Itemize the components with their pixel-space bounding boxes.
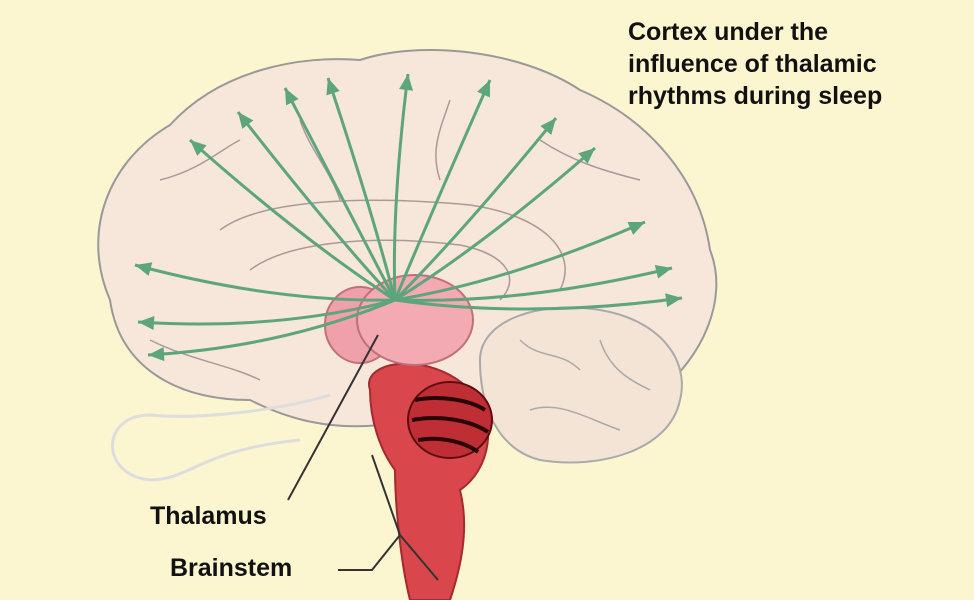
- arrowhead-10: [540, 118, 556, 135]
- arrowhead-7: [326, 78, 340, 96]
- brainstem-label: Brainstem: [170, 554, 293, 582]
- arrow-3: [147, 298, 396, 357]
- arrowhead-14: [665, 293, 682, 308]
- arrow-2: [137, 298, 396, 326]
- cerebellum: [478, 306, 683, 464]
- arrowhead-1: [135, 262, 153, 276]
- arrowhead-6: [285, 88, 299, 106]
- arrow-5: [236, 111, 397, 302]
- thalamus-leader-line: [287, 334, 379, 501]
- arrowhead-2: [138, 316, 155, 331]
- arrow-6: [283, 87, 397, 301]
- arrowhead-5: [238, 112, 254, 129]
- cortex-sulci: [149, 99, 641, 381]
- title-line-3: rhythms during sleep: [628, 82, 883, 110]
- arrow-12: [394, 220, 646, 302]
- olfactory-bulb: [111, 393, 331, 482]
- title-line-1: Cortex under the: [628, 18, 829, 46]
- arrowhead-8: [399, 74, 413, 91]
- cerebellum-folia: [519, 339, 651, 431]
- arrow-9: [393, 79, 492, 301]
- arrowhead-3: [148, 347, 165, 362]
- arrow-14: [394, 296, 683, 311]
- arrowhead-11: [578, 148, 595, 164]
- arrowhead-4: [190, 140, 207, 156]
- arrow-4: [189, 138, 396, 302]
- arrow-1: [134, 263, 396, 302]
- arrow-8: [392, 73, 410, 301]
- thalamus-right: [356, 274, 474, 366]
- arrow-13: [394, 266, 673, 302]
- thalamocortical-arrows: [134, 73, 683, 362]
- arrow-10: [393, 117, 558, 302]
- arrow-11: [394, 146, 596, 302]
- arrowhead-13: [654, 264, 672, 279]
- title-line-2: influence of thalamic: [628, 50, 877, 78]
- brainstem-leader-line: [338, 454, 439, 581]
- arrowhead-12: [627, 221, 645, 235]
- arrow-7: [326, 77, 397, 301]
- thalamus-label: Thalamus: [150, 502, 267, 530]
- pons-stripes: [411, 396, 490, 454]
- diagram-title: Cortex under the influence of thalamic r…: [628, 16, 882, 112]
- arrowhead-9: [477, 80, 490, 98]
